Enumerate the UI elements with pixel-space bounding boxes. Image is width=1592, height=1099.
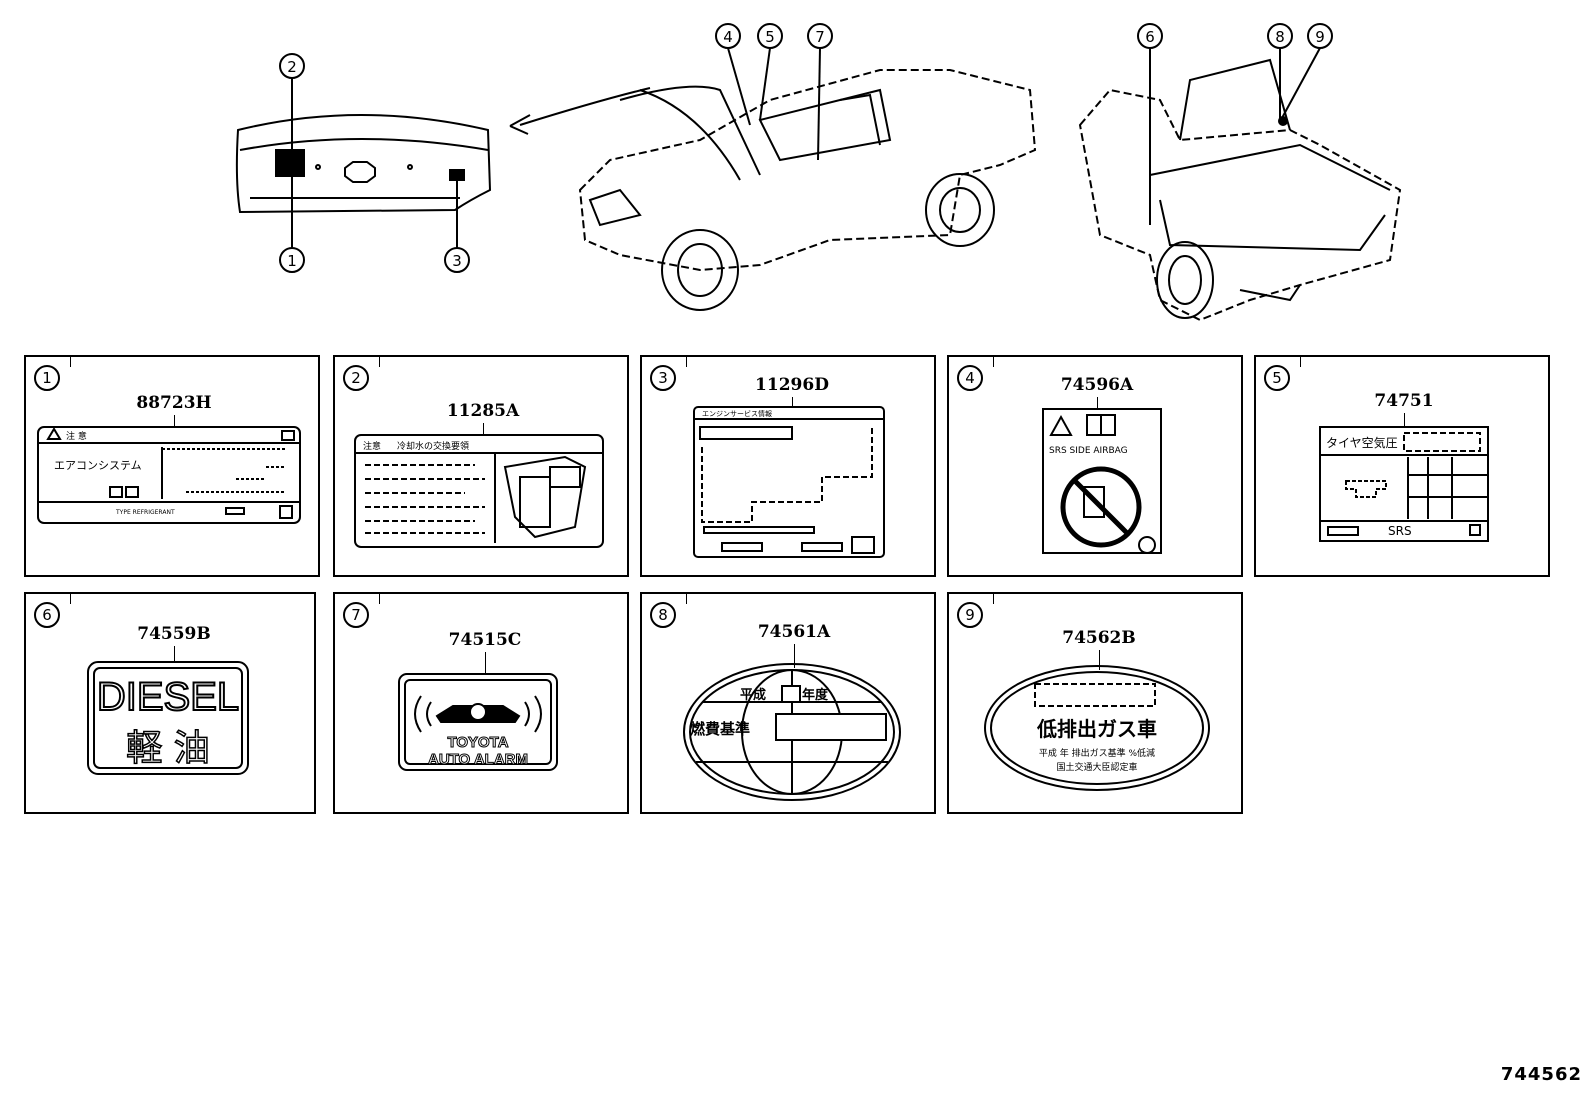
label-74561a-drawing: 平成 年度 燃費基準 — [683, 663, 901, 801]
label-74751-drawing: タイヤ空気圧 SRS — [1319, 426, 1489, 542]
label-panel-5: 5 74751 タイヤ空気圧 SRS — [1254, 355, 1550, 577]
part-number: 74562B — [1062, 628, 1136, 648]
svg-text:注意: 注意 — [363, 440, 381, 452]
document-id: 744562 — [1500, 1064, 1582, 1085]
label-88723h-drawing: 注 意 エアコンシステム TYPE REFRIGERANT — [37, 426, 301, 524]
part-number: 11296D — [755, 375, 829, 395]
svg-text:SRS: SRS — [1388, 524, 1412, 538]
callout-4: 4 — [715, 23, 741, 49]
svg-text:冷却水の交換要領: 冷却水の交換要領 — [397, 440, 469, 452]
svg-text:8: 8 — [1275, 28, 1285, 46]
callout-7: 7 — [807, 23, 833, 49]
callout-6: 6 — [1137, 23, 1163, 49]
svg-text:7: 7 — [815, 28, 825, 46]
truck-front-drawing — [578, 47, 1037, 311]
part-number: 74515C — [448, 630, 522, 650]
svg-text:注 意: 注 意 — [66, 430, 87, 442]
part-number: 88723H — [136, 393, 212, 413]
label-74596a-drawing: SRS SIDE AIRBAG — [1042, 408, 1162, 554]
panel-index: 9 — [957, 602, 983, 628]
svg-text:エアコンシステム: エアコンシステム — [54, 459, 142, 472]
hood-underside-drawing — [235, 78, 492, 250]
svg-text:5: 5 — [765, 28, 775, 46]
svg-text:国土交通大臣認定車: 国土交通大臣認定車 — [1056, 761, 1137, 773]
svg-text:DIESEL: DIESEL — [97, 675, 239, 719]
panel-index: 4 — [957, 365, 983, 391]
label-panel-4: 4 74596A SRS SIDE AIRBAG — [947, 355, 1243, 577]
panel-index: 7 — [343, 602, 369, 628]
part-number: 74751 — [1374, 391, 1434, 411]
no-child-seat-icon — [1060, 466, 1142, 548]
globe-icon — [683, 663, 901, 801]
svg-text:TYPE REFRIGERANT: TYPE REFRIGERANT — [115, 509, 175, 516]
part-number: 74596A — [1060, 375, 1134, 395]
car-alarm-icon — [414, 695, 542, 733]
svg-text:燃費基準: 燃費基準 — [690, 720, 750, 738]
panel-index: 1 — [34, 365, 60, 391]
callout-8: 8 — [1267, 23, 1293, 49]
svg-text:平成: 平成 — [740, 687, 766, 703]
panel-index: 2 — [343, 365, 369, 391]
svg-text:SRS SIDE AIRBAG: SRS SIDE AIRBAG — [1049, 446, 1128, 456]
part-number: 11285A — [446, 401, 520, 421]
label-panel-3: 3 11296D エンジンサービス情報 — [640, 355, 936, 577]
panel-index: 6 — [34, 602, 60, 628]
callout-3: 3 — [444, 247, 470, 273]
svg-text:9: 9 — [1315, 28, 1325, 46]
label-74559b-drawing: DIESEL 軽 油 — [87, 661, 249, 775]
label-panel-2: 2 11285A 注意 冷却水の交換要領 — [333, 355, 629, 577]
part-number: 74561A — [757, 622, 831, 642]
svg-text:4: 4 — [723, 28, 733, 46]
label-panel-1: 1 88723H 注 意 エアコンシステム TYPE REFRIGERANT — [24, 355, 320, 577]
svg-text:タイヤ空気圧: タイヤ空気圧 — [1326, 435, 1398, 450]
callout-9: 9 — [1307, 23, 1333, 49]
part-number: 74559B — [137, 624, 211, 644]
warning-triangle-icon — [46, 427, 62, 440]
svg-text:6: 6 — [1145, 28, 1155, 46]
vehicle-location-illustration: 2 1 3 4 5 7 6 8 9 — [235, 23, 1402, 322]
label-panel-7: 7 74515C TOYOTA AUTO ALARM — [333, 592, 629, 814]
manual-book-icon — [1086, 414, 1116, 436]
arrow-icon — [519, 87, 651, 126]
truck-rear-drawing — [1078, 47, 1402, 322]
panel-index: 5 — [1264, 365, 1290, 391]
svg-text:年度: 年度 — [802, 687, 829, 703]
warning-triangle-icon — [1049, 414, 1073, 436]
label-11296d-drawing: エンジンサービス情報 — [693, 406, 885, 558]
callout-1: 1 — [279, 247, 305, 273]
label-panel-9: 9 74562B 低排出ガス車 平成 年 排出ガス基準 %低減 国土交通大臣認定… — [947, 592, 1243, 814]
label-74515c-drawing: TOYOTA AUTO ALARM — [398, 673, 558, 771]
label-panel-8: 8 74561A 平成 年度 燃費基準 — [640, 592, 936, 814]
label-74562b-drawing: 低排出ガス車 平成 年 排出ガス基準 %低減 国土交通大臣認定車 — [984, 665, 1210, 791]
svg-text:TOYOTA: TOYOTA — [447, 734, 508, 751]
svg-text:平成 年 排出ガス基準 %低減: 平成 年 排出ガス基準 %低減 — [1039, 747, 1155, 759]
svg-text:エンジンサービス情報: エンジンサービス情報 — [702, 409, 772, 418]
callout-5: 5 — [757, 23, 783, 49]
svg-text:3: 3 — [452, 252, 462, 270]
panel-index: 8 — [650, 602, 676, 628]
panel-index: 3 — [650, 365, 676, 391]
svg-text:軽 油: 軽 油 — [126, 728, 209, 769]
label-11285a-drawing: 注意 冷却水の交換要領 — [354, 434, 604, 548]
svg-text:2: 2 — [287, 58, 297, 76]
svg-text:低排出ガス車: 低排出ガス車 — [1036, 717, 1157, 741]
svg-text:1: 1 — [287, 252, 297, 270]
label-panel-6: 6 74559B DIESEL 軽 油 — [24, 592, 316, 814]
svg-text:AUTO ALARM: AUTO ALARM — [428, 751, 528, 768]
callout-2: 2 — [279, 53, 305, 79]
